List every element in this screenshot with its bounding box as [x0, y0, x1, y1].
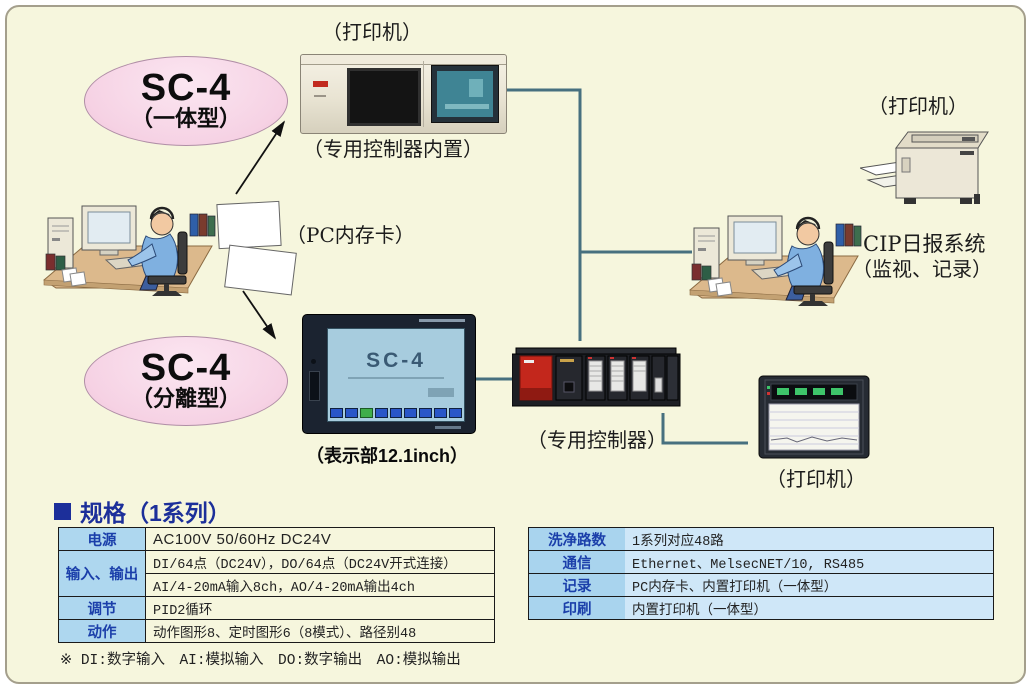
spec-label-cell: 动作 — [58, 619, 146, 643]
touch-panel-side-button — [309, 371, 320, 401]
panel-button — [419, 408, 433, 418]
table-row: 调节 PID2循环 — [58, 596, 495, 620]
integrated-controller-illustration — [300, 54, 507, 134]
spec-label-cell: 印刷 — [528, 596, 625, 620]
touch-panel-screen-block — [428, 388, 454, 397]
panel-button — [434, 408, 448, 418]
panel-button — [344, 408, 358, 418]
spec-value-cell: DI/64点（DC24V），DO/64点（DC24V开式连接） — [145, 550, 495, 574]
spec-value-cell: AI/4-20mA输入8ch，AO/4-20mA输出4ch — [145, 573, 495, 597]
table-row: 电源 AC100V 50/60Hz DC24V — [58, 527, 495, 551]
touch-panel-brand-strip-bottom — [435, 426, 461, 429]
panel-button-green — [359, 408, 373, 418]
spec-label-cell: 通信 — [528, 550, 625, 574]
sc4-integrated-badge: SC-4 （一体型） — [84, 56, 288, 146]
touch-panel-screen-text-line — [348, 377, 444, 379]
touch-panel-power-led — [311, 359, 316, 364]
spec-label-cell: 调节 — [58, 596, 146, 620]
label-display-size: （表示部12.1inch） — [306, 446, 469, 466]
label-pc-card: （PC内存卡） — [286, 223, 415, 247]
touch-panel-button-row — [330, 408, 463, 418]
device-screen — [431, 65, 499, 123]
device-lid — [301, 55, 506, 65]
spec-heading-text: 规格（1系列） — [80, 500, 231, 526]
spec-value-cell: 内置打印机（一体型） — [625, 596, 994, 620]
device-screen-graphic — [469, 79, 483, 97]
device-seam — [423, 61, 424, 127]
table-row: 印刷 内置打印机（一体型） — [528, 596, 994, 620]
sc4-separate-badge: SC-4 （分離型） — [84, 336, 288, 426]
builtin-printer-slot — [347, 68, 421, 126]
table-row: 洗净路数 1系列对应48路 — [528, 527, 994, 551]
spec-value-cell: 1系列对应48路 — [625, 527, 994, 551]
device-screen-bar — [445, 104, 489, 109]
spec-value-cell: Ethernet、MelsecNET/10, RS485 — [625, 550, 994, 574]
panel-button — [330, 408, 343, 418]
spec-table-left: 电源 AC100V 50/60Hz DC24V 输入、输出 DI/64点（DC2… — [58, 527, 495, 643]
panel-button — [374, 408, 388, 418]
spec-value-cell: AC100V 50/60Hz DC24V — [145, 527, 495, 551]
sc4-separate-title: SC-4 — [140, 347, 232, 390]
touch-panel-screen: SC-4 — [327, 328, 465, 422]
table-row: 通信 Ethernet、MelsecNET/10, RS485 — [528, 550, 994, 574]
heading-square-icon — [54, 502, 71, 520]
sc4-separate-subtitle: （分離型） — [130, 386, 241, 412]
touch-panel-illustration: SC-4 — [302, 314, 476, 434]
label-recorder-printer: （打印机） — [766, 467, 866, 491]
abbreviation-footnote: ※ DI:数字输入 AI:模拟输入 DO:数字输出 AO:模拟输出 — [60, 653, 461, 669]
label-right-printer: （打印机） — [868, 94, 968, 118]
label-cip-system-sub: （监视、记录） — [852, 257, 992, 281]
label-top-printer: （打印机） — [322, 20, 422, 44]
table-row: 动作 动作图形8、定时图形6（8模式）、路径别48 — [58, 619, 495, 643]
panel-button — [449, 408, 463, 418]
device-logo-line — [314, 95, 326, 97]
device-screen-inner — [437, 71, 493, 117]
spec-table-right: 洗净路数 1系列对应48路 通信 Ethernet、MelsecNET/10, … — [528, 527, 994, 620]
panel-button — [389, 408, 403, 418]
spec-label-cell: 洗净路数 — [528, 527, 625, 551]
touch-panel-screen-title: SC-4 — [366, 349, 426, 372]
spec-label-cell: 输入、输出 — [58, 550, 146, 597]
table-row: 记录 PC内存卡、内置打印机（一体型） — [528, 573, 994, 597]
label-dedicated-controller: （专用控制器） — [527, 428, 667, 452]
table-row: 输入、输出 DI/64点（DC24V），DO/64点（DC24V开式连接） — [58, 550, 495, 597]
sc4-integrated-title: SC-4 — [140, 67, 232, 110]
label-cip-system: CIP日报系统 — [863, 232, 986, 256]
label-controller-builtin: （专用控制器内置） — [303, 137, 483, 161]
spec-label-cell: 记录 — [528, 573, 625, 597]
device-logo — [313, 81, 328, 87]
panel-button — [404, 408, 418, 418]
sc4-integrated-subtitle: （一体型） — [130, 106, 241, 132]
spec-value-cell: 动作图形8、定时图形6（8模式）、路径别48 — [145, 619, 495, 643]
spec-heading: 规格（1系列） — [54, 494, 231, 528]
spec-value-cell: PC内存卡、内置打印机（一体型） — [625, 573, 994, 597]
spec-value-cell: PID2循环 — [145, 596, 495, 620]
touch-panel-brand-strip — [419, 319, 465, 322]
spec-label-cell: 电源 — [58, 527, 146, 551]
